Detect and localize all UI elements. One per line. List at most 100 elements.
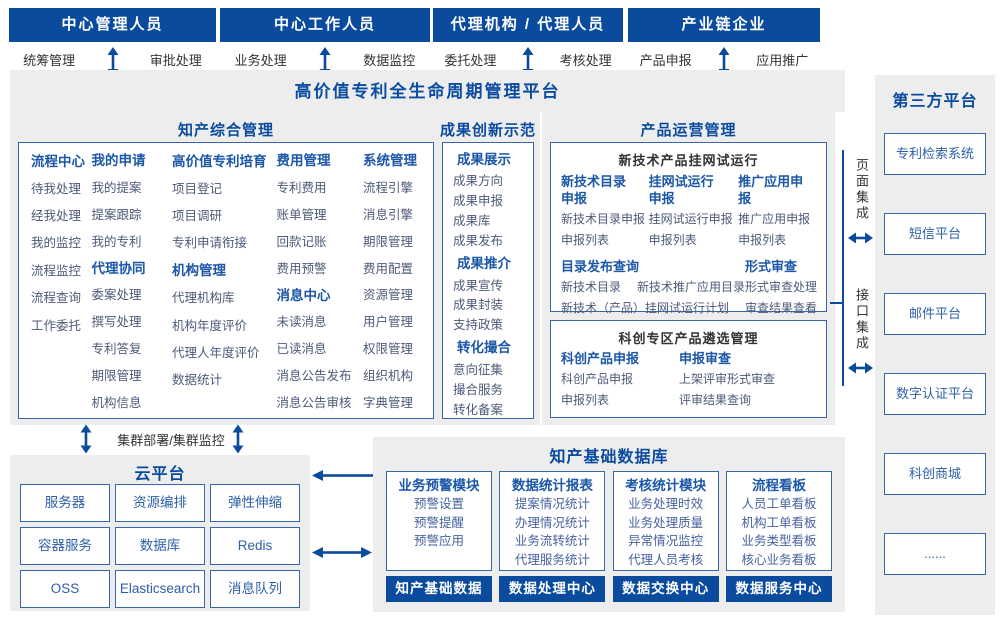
menu-item: 业务处理质量 xyxy=(628,515,704,530)
menu-item: 成果展示 xyxy=(457,151,511,167)
third-party-box: 专利检索系统 xyxy=(884,133,986,175)
menu-item: 工作委托 xyxy=(31,318,82,333)
section-product-operation: 产品运营管理 新技术产品挂网试运行 新技术目录申报 新技术目录申报 申报列表 挂… xyxy=(542,112,835,425)
sci-tech-selection-box: 科创专区产品遴选管理 科创产品申报 科创产品申报 申报列表 申报审查 上架评审形… xyxy=(550,320,827,418)
actor-industry-chain: 产业链企业 产品申报 应用推广 xyxy=(628,8,820,77)
menu-item: 代理协同 xyxy=(91,261,146,277)
menu-item: 机构工单看板 xyxy=(741,515,817,530)
section-achievement-demo: 成果创新示范 成果展示成果方向成果申报成果库成果发布成果推介成果宣传成果封装支持… xyxy=(436,112,540,425)
menu-item: 代理服务统计 xyxy=(514,552,590,567)
actor-center-managers: 中心管理人员 统筹管理 审批处理 xyxy=(9,8,216,77)
menu-item: 上架评审形式审查 xyxy=(679,372,776,386)
menu-item: 组织机构 xyxy=(363,369,414,384)
third-party-box: 科创商城 xyxy=(884,453,986,495)
actor-center-staff: 中心工作人员 业务处理 数据监控 xyxy=(220,8,430,77)
menu-item: 我的提案 xyxy=(91,180,142,195)
menu-item: 成果申报 xyxy=(453,194,504,209)
db-col-statistics: 数据统计报表 提案情况统计办理情况统计业务流转统计代理服务统计 xyxy=(499,471,606,571)
menu-item: 异常情况监控 xyxy=(628,534,704,549)
arrow-left-icon xyxy=(311,469,373,482)
section-title: 成果创新示范 xyxy=(439,122,536,139)
db-col-assessment: 考核统计模块 业务处理时效业务处理质量异常情况监控代理人员考核 xyxy=(612,471,719,571)
actor-label-right: 数据监控 xyxy=(363,53,416,68)
menu-item: 用户管理 xyxy=(363,315,414,330)
actor-agency: 代理机构 / 代理人员 委托处理 考核处理 xyxy=(433,8,623,77)
menu-item: 费用配置 xyxy=(363,261,414,276)
section-ip-database: 知产基础数据库 业务预警模块 预警设置预警提醒预警应用 数据统计报表 提案情况统… xyxy=(373,437,845,612)
menu-item: 成果封装 xyxy=(453,298,504,313)
menu-item: 项目调研 xyxy=(172,208,223,223)
menu-item: 权限管理 xyxy=(363,342,414,357)
menu-item: 预警提醒 xyxy=(413,515,464,530)
menu-item: 专利申请衔接 xyxy=(172,236,248,251)
menu-item: 经我处理 xyxy=(31,208,82,223)
third-party-box: ...... xyxy=(884,533,986,575)
cloud-service-box: Redis xyxy=(210,527,300,565)
menu-item: 流程中心 xyxy=(31,153,85,169)
menu-item: 预警应用 xyxy=(413,534,464,549)
double-arrow-vertical-icon xyxy=(231,424,245,454)
actor-label-right: 考核处理 xyxy=(559,53,612,68)
menu-item: 申报列表 xyxy=(738,233,787,247)
db-footer-box: 知产基础数据 xyxy=(386,576,492,602)
db-footer-box: 数据处理中心 xyxy=(499,576,606,602)
actor-title: 产业链企业 xyxy=(628,8,820,42)
menu-item: 账单管理 xyxy=(276,207,327,222)
third-party-list: 专利检索系统短信平台邮件平台数字认证平台科创商城...... xyxy=(884,133,986,575)
menu-item: 成果推介 xyxy=(457,255,511,271)
api-integration-label: 接口集成 xyxy=(854,288,869,352)
menu-item: 新技术目录 xyxy=(561,280,622,294)
ip-management-box: 流程中心待我处理经我处理我的监控流程监控流程查询工作委托 我的申请我的提案提案跟… xyxy=(18,142,434,419)
column-header: 流程看板 xyxy=(751,478,806,493)
menu-item: 成果发布 xyxy=(453,233,504,248)
group-declaration-review: 申报审查 上架评审形式审查 评审结果查询 xyxy=(679,349,816,411)
box-title: 新技术产品挂网试运行 xyxy=(618,153,759,168)
group-header: 新技术目录申报 xyxy=(561,174,627,206)
double-arrow-horizontal-icon xyxy=(847,361,874,375)
menu-item: 提案跟踪 xyxy=(91,207,142,222)
cloud-service-box: 弹性伸缩 xyxy=(210,484,300,522)
group-formal-review: 形式审查 形式审查处理 审查结果查看 xyxy=(745,257,817,319)
page-integration-label: 页面集成 xyxy=(854,158,869,222)
menu-item: 人员工单看板 xyxy=(741,497,817,511)
cloud-service-box: 服务器 xyxy=(20,484,110,522)
menu-item: 消息公告审核 xyxy=(276,396,352,411)
menu-item: 转化备案 xyxy=(453,402,504,417)
menu-item: 流程引擎 xyxy=(363,180,414,195)
menu-item: 高价值专利培育 xyxy=(172,153,267,169)
menu-item: 费用预警 xyxy=(276,261,327,276)
menu-item: 撮合服务 xyxy=(453,382,504,397)
menu-item: 代理人员考核 xyxy=(628,552,704,567)
column-header: 考核统计模块 xyxy=(625,478,707,493)
ip-col-fee: 费用管理专利费用账单管理回款记账费用预警消息中心未读消息已读消息消息公告发布消息… xyxy=(277,146,363,415)
db-footer-box: 数据交换中心 xyxy=(612,576,719,602)
menu-item: 委案处理 xyxy=(91,288,142,303)
menu-item: 流程查询 xyxy=(31,291,82,306)
group-header: 科创产品申报 xyxy=(561,351,640,366)
box-title: 科创专区产品遴选管理 xyxy=(618,331,759,346)
menu-item: 挂网试运行申报 xyxy=(648,212,733,226)
menu-item: 成果方向 xyxy=(453,174,504,189)
connector-line xyxy=(842,150,844,386)
db-footer-box: 数据服务中心 xyxy=(725,576,832,602)
menu-item: 成果库 xyxy=(453,213,491,228)
db-col-kanban: 流程看板 人员工单看板机构工单看板业务类型看板核心业务看板 xyxy=(725,471,832,571)
section-title: 第三方平台 xyxy=(892,93,978,110)
group-new-tech-catalog: 新技术目录申报 新技术目录申报 申报列表 xyxy=(561,173,649,251)
platform-band xyxy=(10,70,845,112)
menu-item: 申报列表 xyxy=(561,393,610,407)
actor-title: 代理机构 / 代理人员 xyxy=(433,8,623,42)
section-ip-management: 知产综合管理 流程中心待我处理经我处理我的监控流程监控流程查询工作委托 我的申请… xyxy=(10,112,442,425)
group-online-trial: 挂网试运行申报 挂网试运行申报 申报列表 xyxy=(649,173,739,251)
menu-item: 成果宣传 xyxy=(453,278,504,293)
menu-item: 我的监控 xyxy=(31,236,82,251)
group-promotion: 推广应用申报 推广应用申报 申报列表 xyxy=(738,173,816,251)
menu-item: 待我处理 xyxy=(31,181,82,196)
cloud-service-box: 容器服务 xyxy=(20,527,110,565)
menu-item: 项目登记 xyxy=(172,181,223,196)
menu-item: 专利答复 xyxy=(91,342,142,357)
new-tech-trial-box: 新技术产品挂网试运行 新技术目录申报 新技术目录申报 申报列表 挂网试运行申报 … xyxy=(550,142,827,315)
cloud-service-box: 资源编排 xyxy=(115,484,205,522)
group-scitech-product: 科创产品申报 科创产品申报 申报列表 xyxy=(561,349,679,411)
